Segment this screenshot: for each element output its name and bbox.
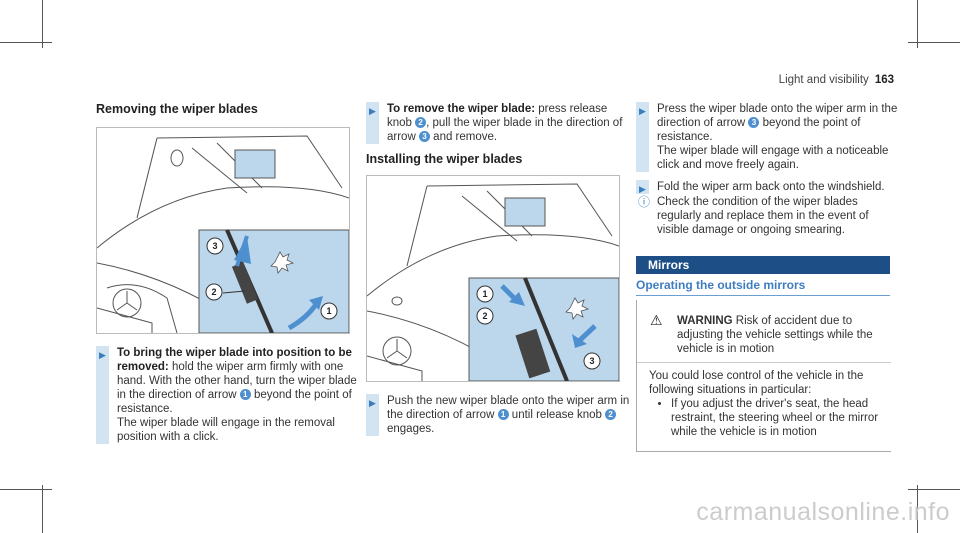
warning-text: Risk of accident due to adjusting the ve…: [677, 315, 873, 355]
step-press: ▶ Press the wiper blade onto the wiper a…: [636, 102, 903, 172]
step-text: Push the new wiper blade onto the wiper …: [387, 395, 630, 421]
warning-body: You could lose control of the vehicle in…: [637, 362, 891, 451]
step-text: beyond the point of resistance.: [117, 389, 352, 415]
section-bar: Mirrors: [636, 256, 890, 274]
subsection-title: Operating the outside mirrors: [636, 278, 890, 296]
step-fold: ▶ Fold the wiper arm back onto the winds…: [636, 180, 903, 194]
callout-number: 2: [415, 117, 427, 128]
figure-label: 1: [326, 306, 331, 316]
step-bring-into-position: ▶ To bring the wiper blade into position…: [96, 346, 357, 444]
step-bold: To bring the wiper blade into position t…: [117, 347, 352, 373]
section-name: Light and visibility: [778, 74, 869, 86]
crop-mark: [0, 42, 52, 43]
step-arrow-icon: ▶: [369, 398, 376, 408]
step-text: until release knob: [511, 409, 602, 421]
callout-number: 3: [418, 131, 430, 142]
step-text: hold the wiper arm firmly with one hand.…: [117, 361, 357, 401]
crop-mark: [908, 42, 960, 43]
removing-title: Removing the wiper blades: [96, 102, 258, 116]
figure-label: 3: [212, 241, 217, 251]
step-arrow-icon: ▶: [639, 184, 646, 194]
warning-list: If you adjust the driver's seat, the hea…: [649, 397, 891, 439]
step-text: The wiper blade will engage with a notic…: [657, 145, 889, 171]
warning-body-text: You could lose control of the vehicle in…: [649, 370, 864, 396]
step-text: The wiper blade will engage in the remov…: [117, 417, 335, 443]
car-illustration: 1 2 3: [367, 183, 619, 381]
figure-label: 2: [211, 287, 216, 297]
step-text: Fold the wiper arm back onto the windshi…: [657, 181, 885, 193]
crop-mark: [917, 485, 918, 533]
warning-head: ⚠ WARNING Risk of accident due to adjust…: [637, 300, 891, 362]
step-text: Press the wiper blade onto the wiper arm…: [657, 103, 898, 129]
note-text: Check the condition of the wiper blades …: [657, 196, 869, 236]
step-push: ▶ Push the new wiper blade onto the wipe…: [366, 394, 633, 436]
step-text: press release knob: [387, 103, 608, 129]
step-bold: To remove the wiper blade:: [387, 103, 536, 115]
step-arrow-icon: ▶: [99, 350, 106, 360]
warning-box: ⚠ WARNING Risk of accident due to adjust…: [636, 300, 891, 452]
step-text: beyond the point of resistance.: [657, 117, 861, 143]
figure-label: 1: [482, 289, 487, 299]
figure-installing: 1 2 3: [366, 175, 620, 382]
figure-label: 3: [589, 356, 594, 366]
crop-mark: [0, 489, 52, 490]
step-text: engages.: [387, 423, 435, 435]
warning-bullet: If you adjust the driver's seat, the hea…: [671, 397, 891, 439]
step-text: , pull the wiper blade in the direction …: [387, 117, 623, 143]
step-remove: ▶ To remove the wiper blade: press relea…: [366, 102, 633, 144]
info-icon: ⓘ: [638, 195, 651, 209]
info-note: ⓘ Check the condition of the wiper blade…: [636, 195, 891, 237]
crop-mark: [42, 485, 43, 533]
crop-mark: [917, 0, 918, 48]
callout-number: 1: [239, 389, 251, 400]
callout-number: 1: [497, 409, 509, 420]
page-number: 163: [874, 74, 894, 86]
warning-triangle-icon: ⚠: [650, 312, 663, 328]
warning-label: WARNING: [677, 315, 733, 327]
callout-number: 2: [605, 409, 617, 420]
crop-mark: [42, 0, 43, 48]
step-arrow-icon: ▶: [639, 106, 646, 116]
watermark: carmanualsonline.info: [696, 498, 950, 526]
installing-title: Installing the wiper blades: [366, 152, 523, 166]
step-arrow-icon: ▶: [369, 106, 376, 116]
car-illustration: 3 2 1: [97, 135, 349, 333]
crop-mark: [908, 489, 960, 490]
figure-removing: 3 2 1: [96, 127, 350, 334]
running-header: Light and visibility 163: [779, 74, 894, 86]
callout-number: 3: [748, 117, 760, 128]
figure-label: 2: [482, 311, 487, 321]
step-text: and remove.: [433, 131, 498, 143]
